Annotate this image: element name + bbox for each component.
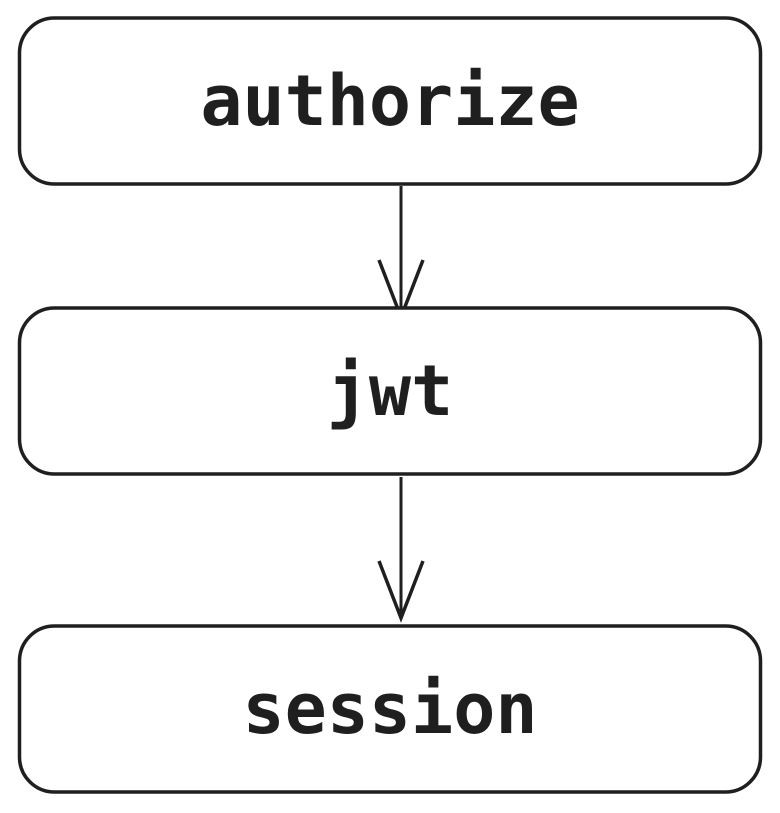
node-session-box (17, 624, 763, 794)
node-session-label: session (242, 668, 537, 750)
node-session: session (17, 624, 763, 794)
edge-authorize-to-jwt (377, 186, 425, 322)
node-authorize-label: authorize (200, 60, 579, 142)
node-jwt-box (17, 306, 763, 476)
arrowhead-down-icon (377, 560, 425, 623)
node-authorize-box (17, 16, 763, 186)
node-jwt-label: jwt (327, 350, 453, 432)
node-authorize: authorize (17, 16, 763, 186)
edge-jwt-to-session (377, 477, 425, 623)
node-jwt: jwt (17, 306, 763, 476)
